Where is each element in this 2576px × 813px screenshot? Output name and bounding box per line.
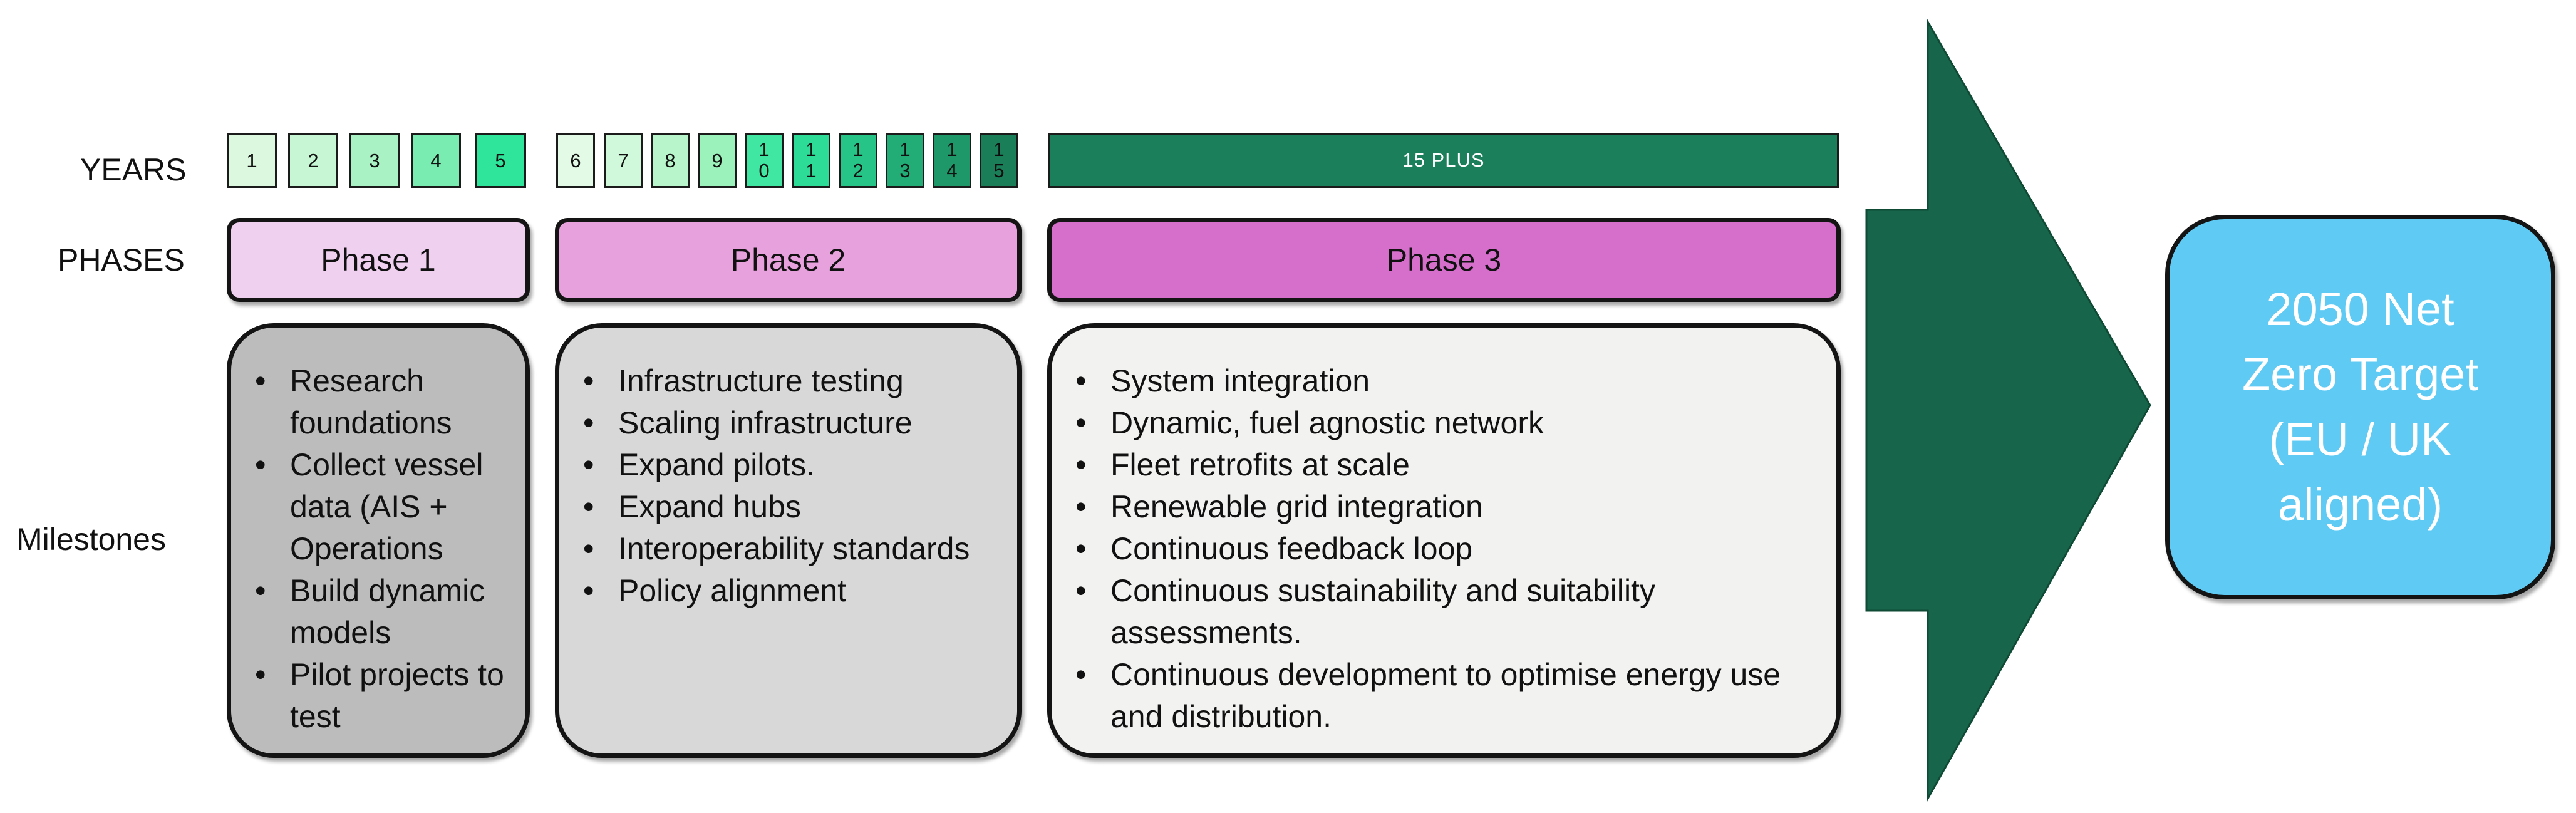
year-box: 1 [227,133,277,188]
year-digit: 2 [852,160,864,182]
milestone-list: Research foundations Collect vessel data… [255,360,507,738]
year-box: 9 [698,133,737,188]
progress-arrow-icon [1865,18,2151,802]
milestone-item: Pilot projects to test [255,654,507,738]
phase-1-header: Phase 1 [227,218,530,302]
target-line: 2050 Net [2266,283,2454,335]
year-digit: 1 [805,138,817,160]
milestone-list: System integration Dynamic, fuel agnosti… [1075,360,1818,738]
year-box: 3 [349,133,400,188]
year-box: 7 [604,133,643,188]
milestone-item: System integration [1075,360,1818,402]
milestone-item: Infrastructure testing [583,360,998,402]
milestone-item: Expand pilots. [583,444,998,486]
milestone-item: Interoperability standards [583,528,998,570]
milestone-item: Expand hubs [583,486,998,528]
year-digit: 4 [946,160,958,182]
year-digit: 5 [993,160,1005,182]
year-box: 8 [651,133,690,188]
phase-2-header: Phase 2 [555,218,1022,302]
milestone-item: Fleet retrofits at scale [1075,444,1818,486]
year-digit: 3 [899,160,911,182]
phase-3-header: Phase 3 [1047,218,1841,302]
milestone-item: Research foundations [255,360,507,444]
milestone-item: Continuous sustainability and suitabilit… [1075,570,1818,654]
year-digit: 1 [946,138,958,160]
year-digit: 1 [993,138,1005,160]
target-line: (EU / UK [2268,413,2452,465]
milestone-item: Continuous development to optimise energ… [1075,654,1818,738]
year-box: 2 [288,133,338,188]
phase-1-milestones: Research foundations Collect vessel data… [227,323,530,758]
milestone-list: Infrastructure testing Scaling infrastru… [583,360,998,612]
year-digit: 1 [805,160,817,182]
years-row-label: YEARS [80,152,187,187]
phase-2-milestones: Infrastructure testing Scaling infrastru… [555,323,1022,758]
year-digit: 1 [899,138,911,160]
year-box: 6 [556,133,595,188]
year-box: 4 [411,133,461,188]
year-15-plus-bar: 15 PLUS [1048,133,1839,188]
net-zero-target: 2050 Net Zero Target (EU / UK aligned) [2165,215,2555,599]
milestone-item: Dynamic, fuel agnostic network [1075,402,1818,444]
milestone-item: Renewable grid integration [1075,486,1818,528]
target-line: Zero Target [2242,348,2479,400]
milestone-item: Scaling infrastructure [583,402,998,444]
arrow-shape [1865,18,2151,802]
year-digit: 1 [758,138,770,160]
milestone-item: Collect vessel data (AIS + Operations [255,444,507,570]
year-box: 5 [475,133,526,188]
milestone-item: Policy alignment [583,570,998,612]
year-digit: 0 [758,160,770,182]
milestone-item: Build dynamic models [255,570,507,654]
target-line: aligned) [2277,479,2443,531]
year-digit: 1 [852,138,864,160]
phase-3-milestones: System integration Dynamic, fuel agnosti… [1047,323,1841,758]
phases-row-label: PHASES [58,242,185,277]
milestones-row-label: Milestones [16,522,166,557]
milestone-item: Continuous feedback loop [1075,528,1818,570]
